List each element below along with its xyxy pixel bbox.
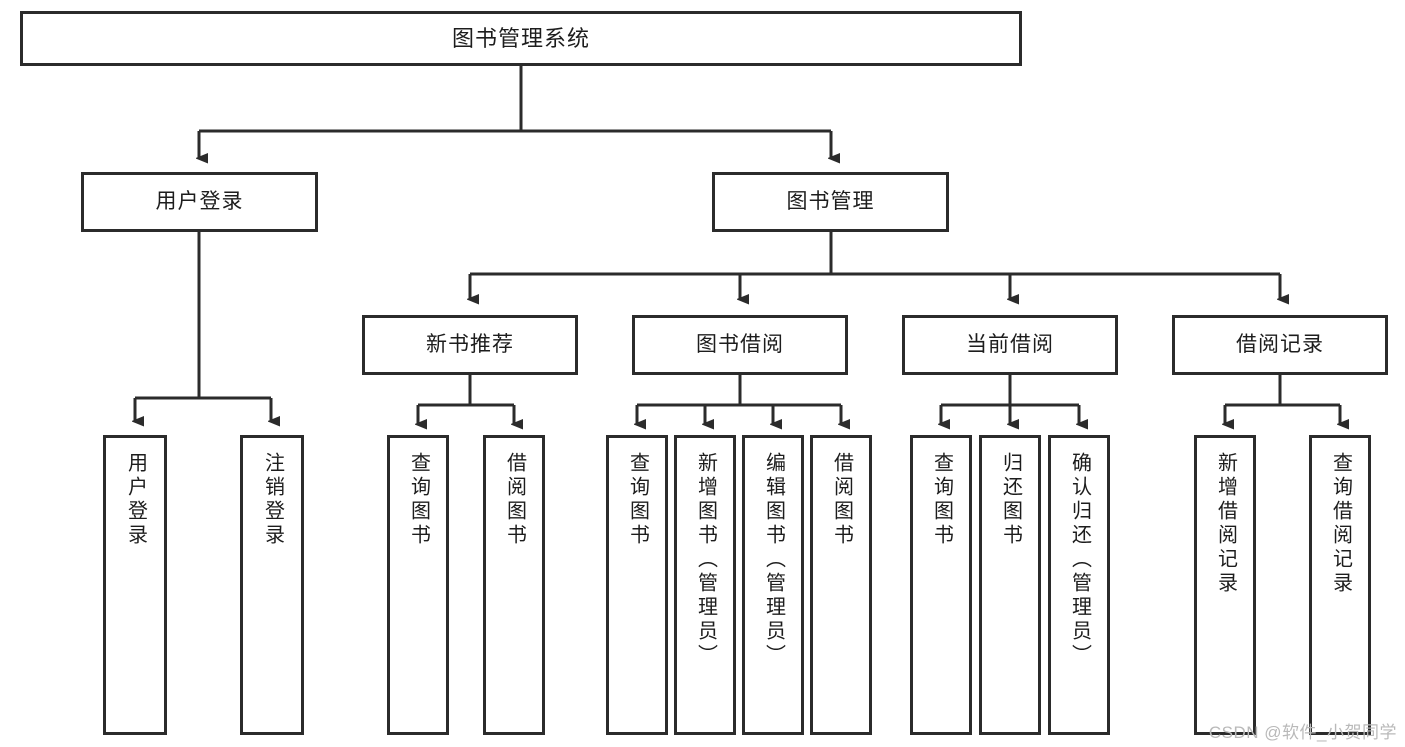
node-label: 新增借阅记录 — [1214, 452, 1237, 596]
node-label: 新增图书（管理员） — [694, 452, 717, 668]
node-label: 查询借阅记录 — [1329, 452, 1352, 596]
node-label: 当前借阅 — [966, 332, 1054, 356]
node-label: 借阅图书 — [830, 452, 853, 548]
node-label: 编辑图书（管理员） — [762, 452, 785, 668]
node-user-login[interactable]: 用户登录 — [81, 172, 318, 232]
leaf-new-books-borrow-book[interactable]: 借阅图书 — [483, 435, 545, 735]
node-label: 注销登录 — [261, 452, 284, 548]
node-label: 用户登录 — [124, 452, 147, 548]
csdn-watermark: CSDN @软件_小贺同学 — [1208, 723, 1397, 742]
node-label: 图书管理 — [786, 189, 875, 213]
node-label: 借阅图书 — [503, 452, 526, 548]
leaf-records-add-record[interactable]: 新增借阅记录 — [1194, 435, 1256, 735]
leaf-records-query-record[interactable]: 查询借阅记录 — [1309, 435, 1371, 735]
node-label: 归还图书 — [999, 452, 1022, 548]
node-book-borrowing[interactable]: 图书借阅 — [632, 315, 848, 375]
leaf-borrow-add-book-admin[interactable]: 新增图书（管理员） — [674, 435, 736, 735]
node-label: 确认归还（管理员） — [1068, 452, 1091, 668]
node-label: 查询图书 — [626, 452, 649, 548]
node-label: 借阅记录 — [1236, 332, 1324, 356]
node-root-book-management-system[interactable]: 图书管理系统 — [20, 11, 1022, 66]
leaf-borrow-borrow-book[interactable]: 借阅图书 — [810, 435, 872, 735]
leaf-user-login-login[interactable]: 用户登录 — [103, 435, 167, 735]
node-current-borrowing[interactable]: 当前借阅 — [902, 315, 1118, 375]
node-new-book-recommendation[interactable]: 新书推荐 — [362, 315, 578, 375]
node-book-management[interactable]: 图书管理 — [712, 172, 949, 232]
node-label: 图书借阅 — [696, 332, 784, 356]
leaf-new-books-query-book[interactable]: 查询图书 — [387, 435, 449, 735]
node-borrowing-records[interactable]: 借阅记录 — [1172, 315, 1388, 375]
leaf-current-confirm-return-admin[interactable]: 确认归还（管理员） — [1048, 435, 1110, 735]
leaf-borrow-query-book[interactable]: 查询图书 — [606, 435, 668, 735]
leaf-current-return-book[interactable]: 归还图书 — [979, 435, 1041, 735]
leaf-user-login-logout[interactable]: 注销登录 — [240, 435, 304, 735]
node-label: 用户登录 — [155, 189, 244, 213]
node-label: 查询图书 — [407, 452, 430, 548]
node-label: 查询图书 — [930, 452, 953, 548]
node-label: 图书管理系统 — [451, 25, 590, 51]
node-label: 新书推荐 — [426, 332, 514, 356]
leaf-borrow-edit-book-admin[interactable]: 编辑图书（管理员） — [742, 435, 804, 735]
leaf-current-query-book[interactable]: 查询图书 — [910, 435, 972, 735]
